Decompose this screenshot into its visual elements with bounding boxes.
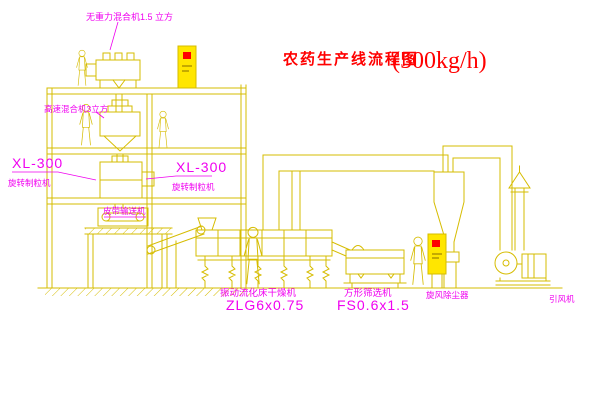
label-sieve-name: 方形筛选机 <box>344 287 392 299</box>
label-cyclone: 旋风除尘器 <box>426 290 469 300</box>
label-sieve-model: FS0.6x1.5 <box>337 297 410 313</box>
high-speed-mixer-body <box>99 99 141 152</box>
control-panel-2-indicator <box>432 240 440 247</box>
exhaust-stack <box>508 165 531 251</box>
inclined-belt <box>147 225 205 289</box>
label-dryer-model: ZLG6x0.75 <box>226 297 304 313</box>
control-panel-2 <box>427 233 447 289</box>
worker-floor2-right <box>156 110 170 149</box>
control-panel-1-indicator <box>183 52 191 59</box>
ground-hatch <box>45 288 250 296</box>
control-panel-1-cabinet <box>177 45 197 89</box>
dryer-body <box>195 217 333 261</box>
platform-hatch <box>85 228 172 234</box>
control-panel-1-text-marks <box>182 65 192 72</box>
worker-ground-right <box>410 236 426 286</box>
mixer-body <box>85 52 141 113</box>
page-title-capacity: (500kg/h) <box>392 48 487 74</box>
control-panel-2-legs <box>431 273 443 289</box>
fluid-bed-dryer <box>195 217 333 289</box>
label-high-speed-mixer: 高速混合机3立方 <box>44 104 108 114</box>
high-speed-mixer <box>99 99 141 152</box>
stack-pipe <box>514 187 525 251</box>
label-top-mixer: 无重力混合机1.5 立方 <box>86 11 173 22</box>
leader-xl300-left <box>12 171 97 181</box>
platform-supports <box>87 233 168 289</box>
belt-roller-tail <box>146 245 156 255</box>
exhaust-duct <box>262 154 449 231</box>
building-frame <box>46 84 247 289</box>
label-fan: 引风机 <box>549 294 575 304</box>
control-panel-2-text-marks <box>432 253 442 259</box>
induced-draft-fan <box>494 251 551 286</box>
fan-motor <box>495 253 551 286</box>
fan-volute <box>494 251 518 275</box>
leader-xl300-right <box>145 175 212 180</box>
rotary-granulator <box>99 153 155 199</box>
duct-lines <box>262 154 449 231</box>
control-panel-1 <box>177 45 197 89</box>
leader-high-speed-mixer <box>95 111 105 119</box>
gravity-free-mixer <box>85 52 141 113</box>
label-granulator-right-name: 旋转制粒机 <box>172 182 215 192</box>
rain-cap <box>508 165 531 193</box>
label-belt-conveyor: 皮带输送机 <box>103 206 146 216</box>
granulator-body <box>99 153 155 199</box>
sieve-body <box>331 241 407 289</box>
square-sieve <box>331 241 407 289</box>
label-dryer-name: 振动流化床干燥机 <box>220 287 297 299</box>
building-structure <box>46 84 247 289</box>
label-granulator-right-model: XL-300 <box>176 159 227 175</box>
label-leaders <box>12 21 212 218</box>
cyclone-outlet-duct <box>442 145 513 251</box>
dryer-spring-legs <box>200 255 331 289</box>
fan-hub <box>502 259 510 267</box>
leader-top-mixer <box>109 21 119 51</box>
label-granulator-left-name: 旋转制粒机 <box>8 178 51 188</box>
page-title: 农药生产线流程图 <box>282 50 419 68</box>
feeder-body <box>97 203 149 227</box>
ground <box>37 287 563 296</box>
belt-conveyor <box>84 203 206 289</box>
label-granulator-left-model: XL-300 <box>12 155 63 171</box>
